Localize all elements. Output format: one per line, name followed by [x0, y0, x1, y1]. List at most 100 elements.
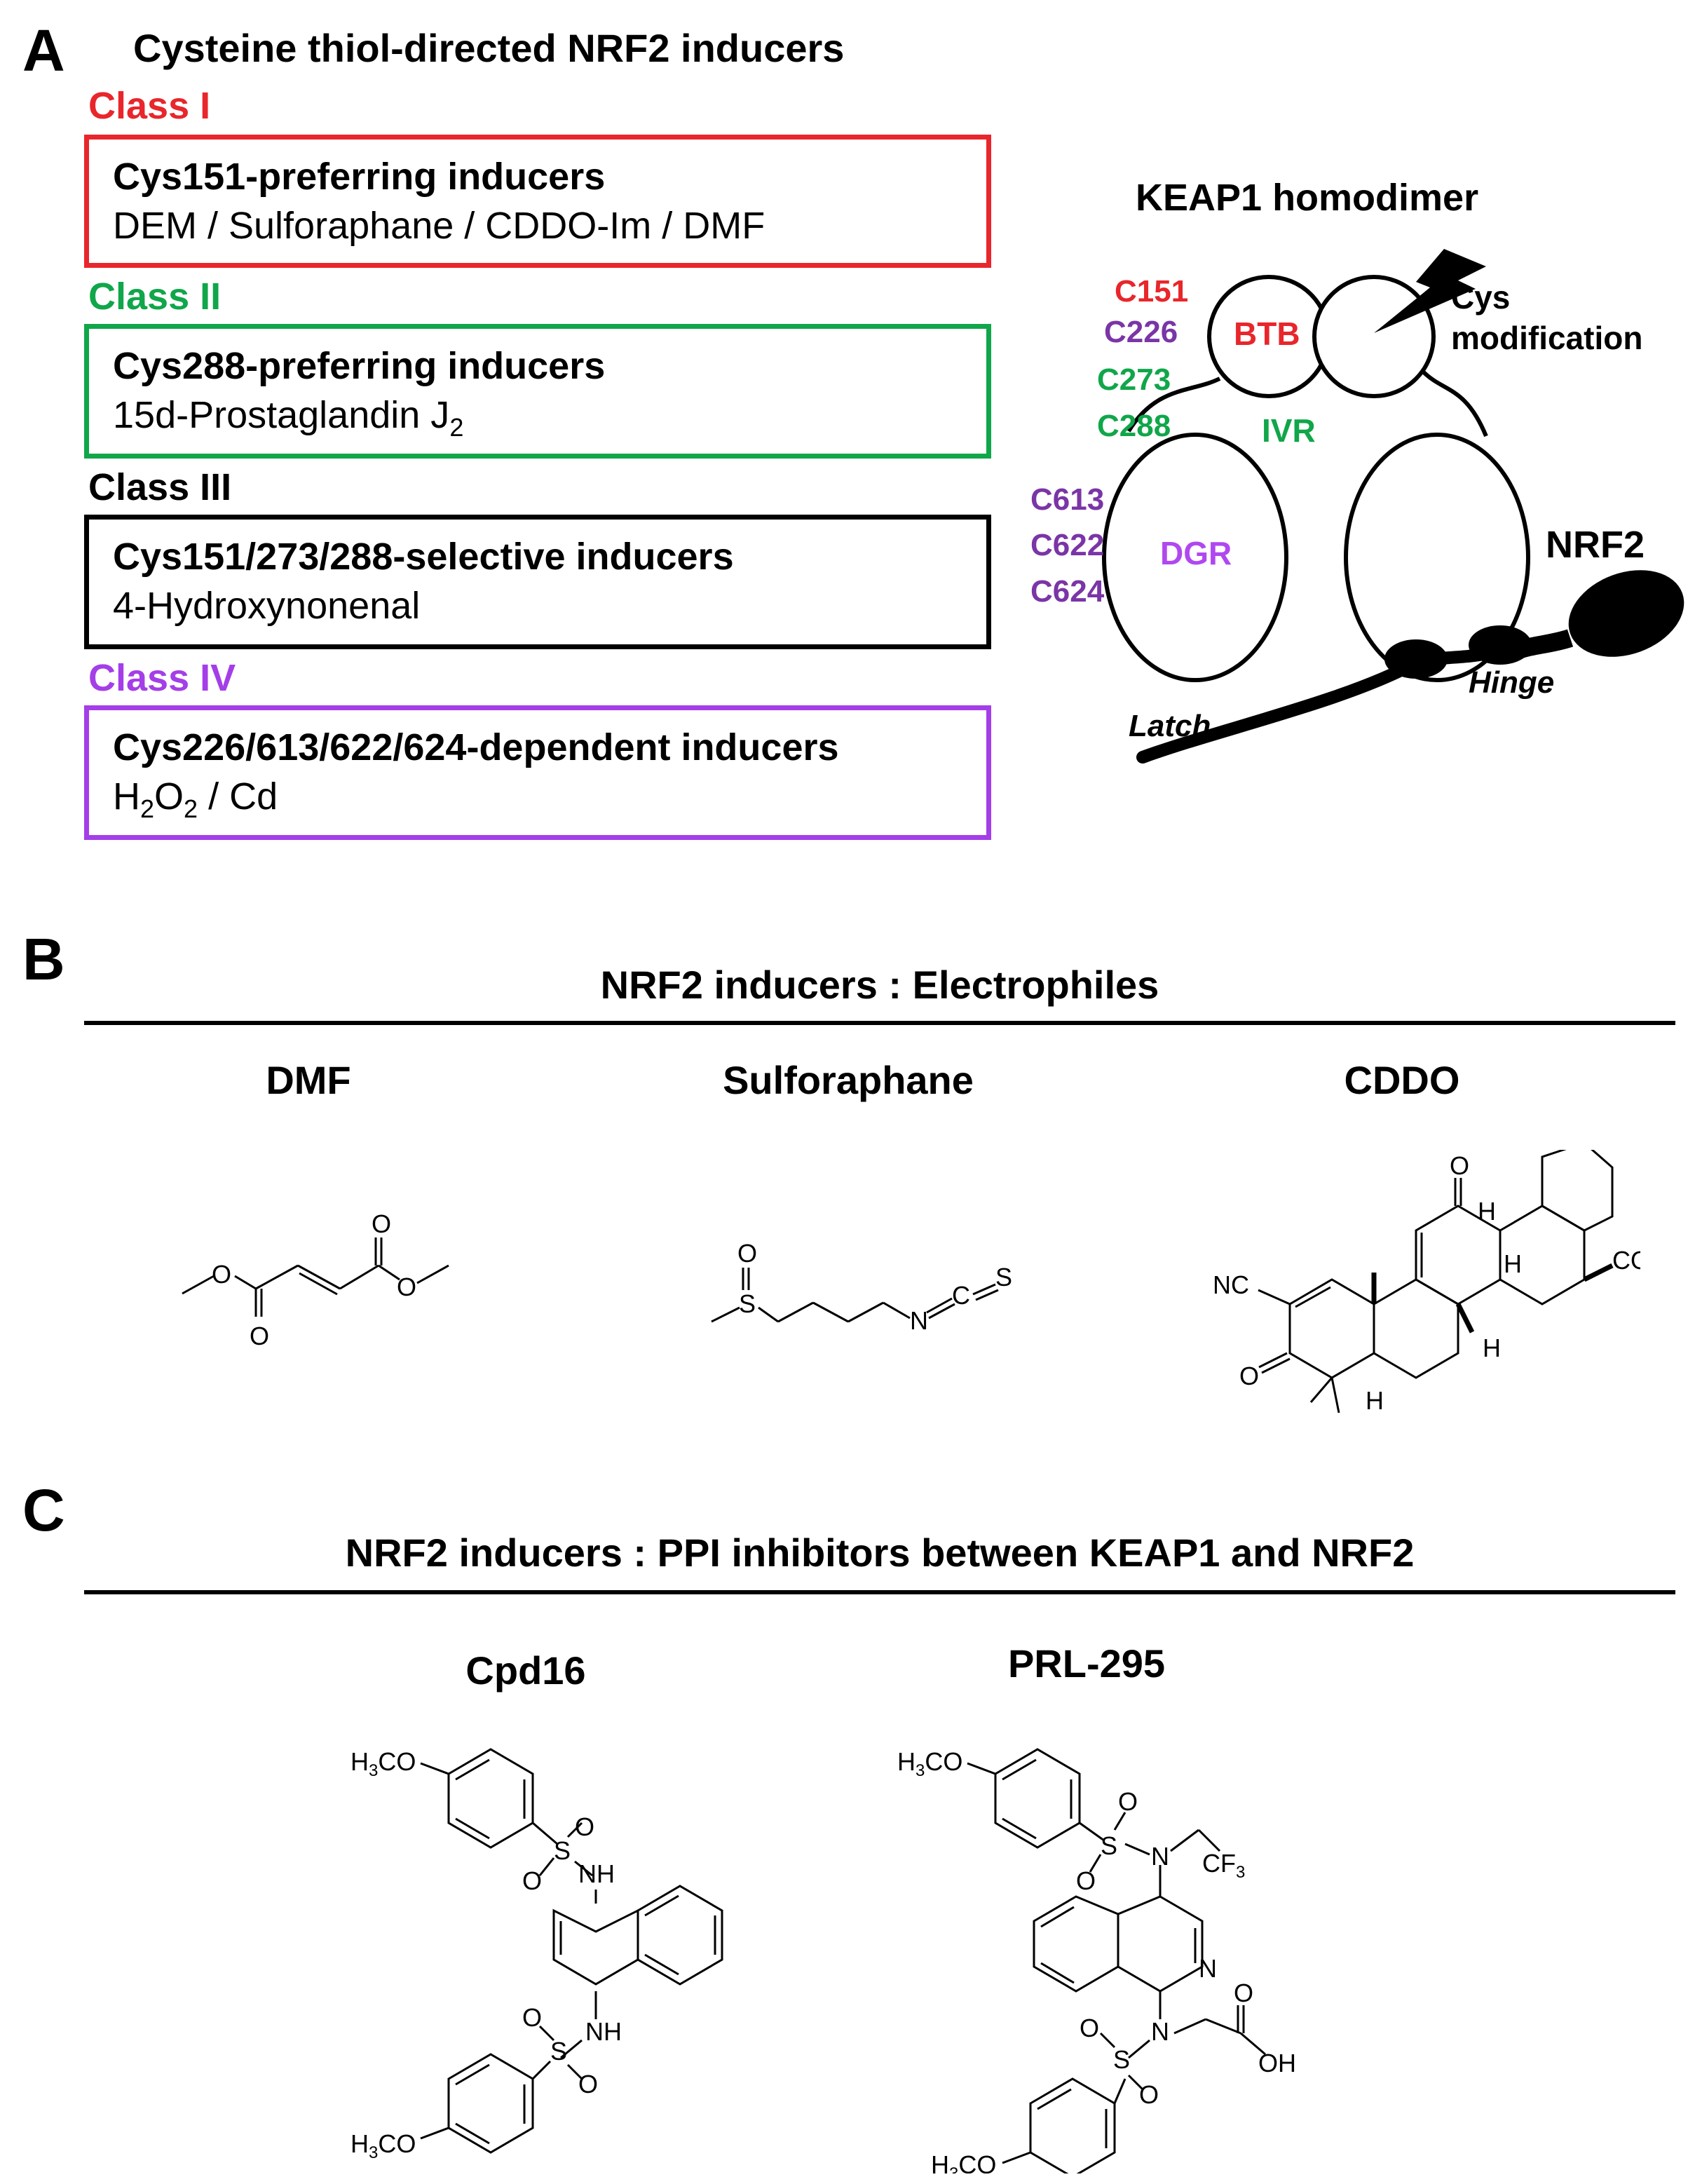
cpd16-h3co-top: H3CO	[350, 1747, 416, 1780]
cddo-cooh: COOH	[1612, 1246, 1640, 1275]
prl-o-top1: O	[1118, 1787, 1138, 1816]
cddo-o-ketone: O	[1239, 1362, 1259, 1390]
panel-a-title: Cysteine thiol-directed NRF2 inducers	[133, 26, 845, 70]
class-1-label: Class I	[88, 85, 211, 127]
prl-h3co-bottom: H3CO	[931, 2150, 996, 2173]
class-4-heading: Cys226/613/622/624-dependent inducers	[113, 726, 839, 768]
class-3-label: Class III	[88, 466, 232, 508]
class-2-label: Class II	[88, 276, 222, 318]
dmf-o2: O	[250, 1322, 269, 1350]
dmf-o3: O	[372, 1209, 391, 1238]
prl-h3co-top: H3CO	[897, 1747, 962, 1780]
prl295-structure: H3CO S O O N CF3 N N O OH S O O H3CO	[897, 1747, 1296, 2173]
class-2-heading: Cys288-preferring inducers	[113, 345, 606, 387]
cpd16-nh-bottom: NH	[585, 2017, 622, 2046]
btb-label: BTB	[1234, 316, 1300, 352]
h2o2-h: H	[113, 775, 140, 818]
prl-s-bottom: S	[1113, 2045, 1130, 2074]
prl-s-top: S	[1101, 1831, 1117, 1860]
cpd16-s-bottom: S	[550, 2037, 567, 2066]
residue-c613: C613	[1030, 482, 1104, 517]
cpd16-o-bottom2: O	[578, 2070, 598, 2098]
cddo-o-enone: O	[1450, 1151, 1469, 1180]
sulf-s2: S	[995, 1263, 1012, 1291]
class-2-compounds-sub: 2	[449, 412, 464, 442]
keap1-title: KEAP1 homodimer	[1136, 177, 1478, 219]
compound-dmf-name: DMF	[266, 1058, 351, 1102]
h2o2-sub1: 2	[140, 794, 155, 823]
panel-c-rule	[84, 1590, 1675, 1594]
sulf-s: S	[739, 1289, 756, 1318]
prl-cf3: CF3	[1202, 1849, 1245, 1882]
compound-cpd16-name: Cpd16	[465, 1648, 586, 1693]
residue-c226: C226	[1104, 315, 1178, 349]
cpd16-o-bottom1: O	[522, 2003, 542, 2032]
ivr-left-curve	[1126, 377, 1221, 433]
class-1-compounds: DEM / Sulforaphane / CDDO-Im / DMF	[113, 205, 765, 247]
prl-n-ring: N	[1199, 1954, 1217, 1983]
prl-oh: OH	[1258, 2049, 1296, 2077]
dgr-ellipse-left	[1102, 433, 1288, 682]
cddo-structure: NC O O COOH H H H H	[1213, 1150, 1640, 1415]
dmf-o4: O	[397, 1273, 416, 1301]
cddo-nc: NC	[1213, 1270, 1249, 1299]
class-2-compounds: 15d-Prostaglandin J2	[113, 393, 463, 442]
nrf2-head	[1568, 570, 1684, 657]
class-4-compounds-rest: / Cd	[198, 775, 278, 818]
class-1-heading: Cys151-preferring inducers	[113, 156, 606, 198]
h2o2-o: O	[154, 775, 184, 818]
hinge-label: Hinge	[1469, 665, 1554, 700]
prl-o-bottom1: O	[1080, 2014, 1099, 2042]
cpd16-nh-top: NH	[578, 1859, 615, 1888]
sulforaphane-structure: O S N C S	[711, 1239, 1012, 1335]
cddo-h2: H	[1504, 1249, 1522, 1278]
lightning-bolt-icon	[1374, 249, 1486, 333]
dmf-o1: O	[212, 1260, 231, 1289]
latch-label: Latch	[1129, 709, 1211, 743]
residue-c273: C273	[1097, 362, 1171, 397]
ivr-right-curve	[1421, 369, 1488, 438]
panel-c-letter: C	[22, 1477, 65, 1543]
sulf-n: N	[910, 1306, 928, 1335]
cpd16-o-top1: O	[575, 1812, 594, 1841]
cpd16-structure: H3CO S O O NH NH S O O H3CO	[350, 1747, 723, 2159]
ivr-label: IVR	[1262, 412, 1316, 449]
class-3-box: Cys151/273/288-selective inducers 4-Hydr…	[84, 515, 991, 649]
panel-b-rule	[84, 1021, 1675, 1025]
residue-c622: C622	[1030, 528, 1104, 562]
class-3-compounds: 4-Hydroxynonenal	[113, 585, 421, 627]
cys-modification-line1: Cys	[1451, 279, 1510, 316]
dgr-ellipse-right	[1344, 433, 1530, 682]
prl-o-bottom2: O	[1139, 2080, 1159, 2109]
cddo-h3: H	[1483, 1334, 1501, 1362]
cddo-h1: H	[1478, 1197, 1496, 1226]
class-4-label: Class IV	[88, 657, 236, 699]
class-3-heading: Cys151/273/288-selective inducers	[113, 536, 734, 578]
prl-n-bottom: N	[1151, 2017, 1169, 2046]
panel-c-title: NRF2 inducers : PPI inhibitors between K…	[345, 1531, 1415, 1575]
cpd16-o-top2: O	[522, 1866, 542, 1895]
panel-a-letter: A	[22, 18, 65, 83]
class-2-compounds-main: 15d-Prostaglandin J	[113, 394, 450, 436]
cpd16-h3co-bottom: H3CO	[350, 2129, 416, 2159]
residue-c624: C624	[1030, 574, 1105, 609]
cys-modification-line2: modification	[1451, 320, 1642, 356]
residue-c151: C151	[1115, 274, 1188, 308]
nrf2-label: NRF2	[1546, 524, 1645, 566]
prl-o-glycine: O	[1234, 1979, 1253, 2007]
sulf-o: O	[737, 1239, 757, 1268]
compound-cddo-name: CDDO	[1344, 1058, 1460, 1102]
prl-n-top: N	[1151, 1842, 1169, 1871]
keap1-diagram: KEAP1 homodimer BTB Cys modification IVR…	[1030, 177, 1684, 764]
class-1-box: Cys151-preferring inducers DEM / Sulfora…	[84, 135, 991, 268]
panel-b-letter: B	[22, 926, 65, 992]
residue-c288: C288	[1097, 409, 1171, 443]
compound-sulforaphane-name: Sulforaphane	[723, 1058, 974, 1102]
class-4-box: Cys226/613/622/624-dependent inducers H2…	[84, 705, 991, 840]
cddo-h4: H	[1366, 1386, 1384, 1415]
cpd16-s-top: S	[554, 1836, 571, 1865]
class-4-compounds: H2O2 / Cd	[113, 775, 278, 824]
btb-circle-right	[1312, 275, 1436, 398]
panel-b-title: NRF2 inducers : Electrophiles	[600, 963, 1159, 1007]
nrf2-tail	[1136, 646, 1499, 764]
